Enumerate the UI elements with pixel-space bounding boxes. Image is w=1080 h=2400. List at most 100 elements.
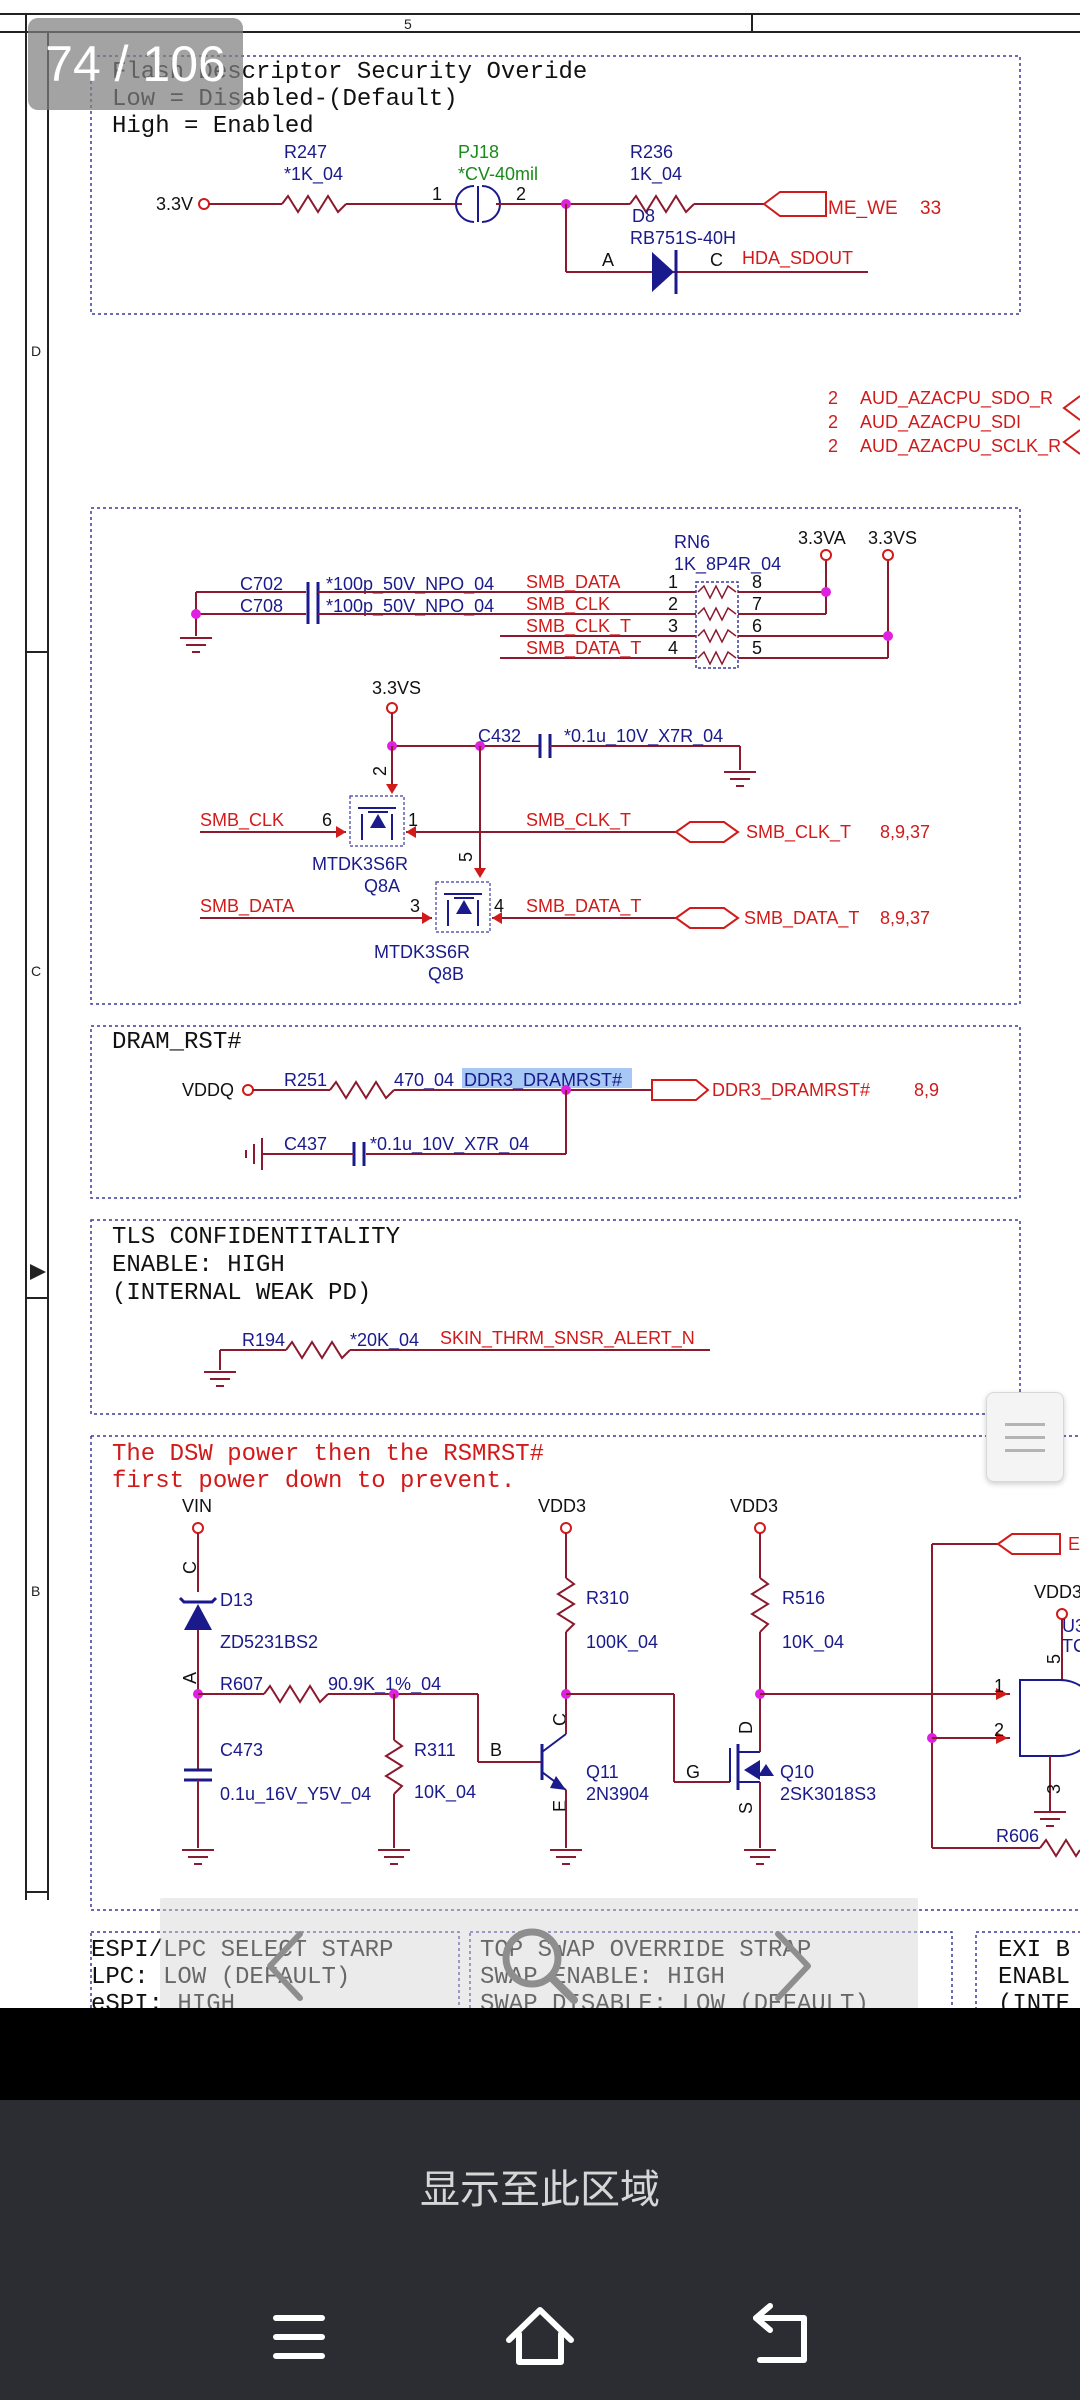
q10-pin-d: D (736, 1721, 756, 1734)
d8-diode (652, 252, 674, 292)
d13-pin-c: C (180, 1561, 200, 1574)
display-to-this-area-button[interactable]: 显示至此区域 (420, 2167, 660, 2213)
r236-resistor (629, 194, 695, 214)
q8b-mosfet (435, 881, 491, 933)
q8a-pin-s: 6 (322, 810, 332, 830)
r251-ref: R251 (284, 1070, 327, 1090)
previous-result-button[interactable] (238, 1916, 338, 2008)
aud-sclk-net: AUD_AZACPU_SCLK_R (860, 436, 1061, 457)
pdf-page-viewer[interactable]: 5 D C B Flash Descriptor Security Overid… (0, 0, 1080, 2008)
q10-value: 2SK3018S3 (780, 1784, 876, 1804)
r247-value: *1K_04 (284, 164, 343, 185)
q10-mosfet (729, 1744, 774, 1790)
rn6-pin4: 4 (668, 638, 678, 658)
r236-value: 1K_04 (630, 164, 682, 185)
aud-sdi-pin: 2 (828, 412, 838, 432)
bottom-panel (0, 2100, 1080, 2400)
q8b-pin-g: 5 (456, 852, 476, 862)
pj18-value: *CV-40mil (458, 164, 538, 184)
r516-value: 10K_04 (782, 1632, 844, 1653)
d8-value: RB751S-40H (630, 228, 736, 248)
d8-ref: D8 (632, 206, 655, 226)
smb-clk-t-port (674, 821, 740, 843)
q11-value: 2N3904 (586, 1784, 649, 1804)
d13-value: ZD5231BS2 (220, 1632, 318, 1652)
partial-port-net: E (1068, 1534, 1080, 1554)
r607-value: 90.9K_1%_04 (328, 1674, 441, 1695)
side-drawer-handle[interactable] (986, 1392, 1064, 1482)
me-we-port (762, 191, 827, 217)
search-highlight (462, 1068, 632, 1088)
exi-line-2: ENABL (998, 1964, 1070, 1991)
ddr3-dramrst-port-pages: 8,9 (914, 1080, 939, 1100)
tls-section: TLS CONFIDENTITALITY ENABLE: HIGH (INTER… (90, 1219, 1021, 1415)
aud-sdo-net: AUD_AZACPU_SDO_R (860, 388, 1053, 409)
home-icon (506, 2307, 574, 2365)
rn6-pin2: 2 (668, 594, 678, 614)
tls-title-line-3: (INTERNAL WEAK PD) (112, 1280, 371, 1307)
ddr3-dramrst-port (651, 1079, 710, 1101)
c708-ref: C708 (240, 596, 283, 616)
exi-line-3: (INTE (998, 1991, 1070, 2008)
r194-resistor (285, 1340, 351, 1360)
rn6-pin6: 6 (752, 616, 762, 636)
q8a-ref: Q8A (364, 876, 400, 896)
partial-port (996, 1533, 1061, 1555)
rail-3v3-label: 3.3V (156, 194, 193, 214)
rn6-value: 1K_8P4R_04 (674, 554, 781, 575)
q11-pin-b: B (490, 1740, 502, 1760)
aud-nets: 2 AUD_AZACPU_SDO_R 2 AUD_AZACPU_SDI 2 AU… (828, 388, 1080, 457)
frame-row-label-d: D (31, 343, 41, 359)
rn6-net-smb-data: SMB_DATA (526, 572, 620, 593)
search-button[interactable] (490, 1916, 590, 2008)
dsw-note-line-1: The DSW power then the RSMRST# (112, 1441, 544, 1468)
d13-ref: D13 (220, 1590, 253, 1610)
r606-resistor (1039, 1838, 1080, 1858)
dsw-note-line-2: first power down to prevent. (112, 1468, 515, 1495)
r311-resistor (384, 1739, 404, 1795)
back-nav-button[interactable] (726, 2292, 836, 2382)
c432-value: *0.1u_10V_X7R_04 (564, 726, 723, 747)
d13-zener (184, 1604, 212, 1630)
top-swap-line-2: SWAP ENABLE: HIGH (480, 1964, 725, 1991)
highlighted-net: DDR3_DRAMRST# (464, 1070, 622, 1091)
r606-ref: R606 (996, 1826, 1039, 1846)
chevron-left-icon (267, 1931, 303, 2001)
rn6-resistor-network (695, 581, 739, 669)
rail-vin-label: VIN (182, 1496, 212, 1516)
r247-resistor (281, 194, 347, 214)
r516-ref: R516 (782, 1588, 825, 1608)
next-result-button[interactable] (740, 1916, 840, 2008)
q8b-ref: Q8B (428, 964, 464, 984)
menu-nav-button[interactable] (244, 2292, 354, 2382)
exi-line-1: EXI B (998, 1937, 1070, 1964)
hda-sdout-net: HDA_SDOUT (742, 248, 853, 269)
c702-ref: C702 (240, 574, 283, 594)
c473-value: 0.1u_16V_Y5V_04 (220, 1784, 371, 1805)
separator-band (0, 2008, 1080, 2100)
schematic-page: 5 D C B Flash Descriptor Security Overid… (0, 13, 1080, 2008)
dram-rst-title: DRAM_RST# (112, 1029, 242, 1056)
r516-resistor (750, 1577, 770, 1633)
d13-pin-a: A (180, 1672, 200, 1684)
ddr3-dramrst-port-net: DDR3_DRAMRST# (712, 1080, 870, 1101)
dsw-section: The DSW power then the RSMRST# first pow… (90, 1435, 1080, 1911)
q8b-net-out: SMB_DATA_T (526, 896, 641, 917)
q8a-net-in: SMB_CLK (200, 810, 284, 831)
q8a-net-out: SMB_CLK_T (526, 810, 631, 831)
smb-clk-t-port-pages: 8,9,37 (880, 822, 930, 842)
u-gate-ref: U3 (1062, 1616, 1080, 1636)
q8a-mosfet (349, 795, 405, 847)
dram-rst-section: DRAM_RST# VDDQ R251 470_04 DDR3_DRAMRST#… (90, 1025, 1021, 1199)
page-frame: 5 D C B (0, 13, 1080, 1900)
r311-ref: R311 (414, 1740, 456, 1760)
top-swap-line-3: SWAP DISABLE: LOW (DEFAULT) (480, 1991, 869, 2008)
u-gate-part: TC (1062, 1636, 1080, 1656)
r310-resistor (556, 1577, 576, 1633)
c437-value: *0.1u_10V_X7R_04 (370, 1134, 529, 1155)
r236-ref: R236 (630, 142, 673, 162)
home-nav-button[interactable] (485, 2292, 595, 2382)
me-we-pages: 33 (920, 198, 941, 219)
q8b-part: MTDK3S6R (374, 942, 470, 962)
u-gate-symbol (1019, 1679, 1080, 1757)
